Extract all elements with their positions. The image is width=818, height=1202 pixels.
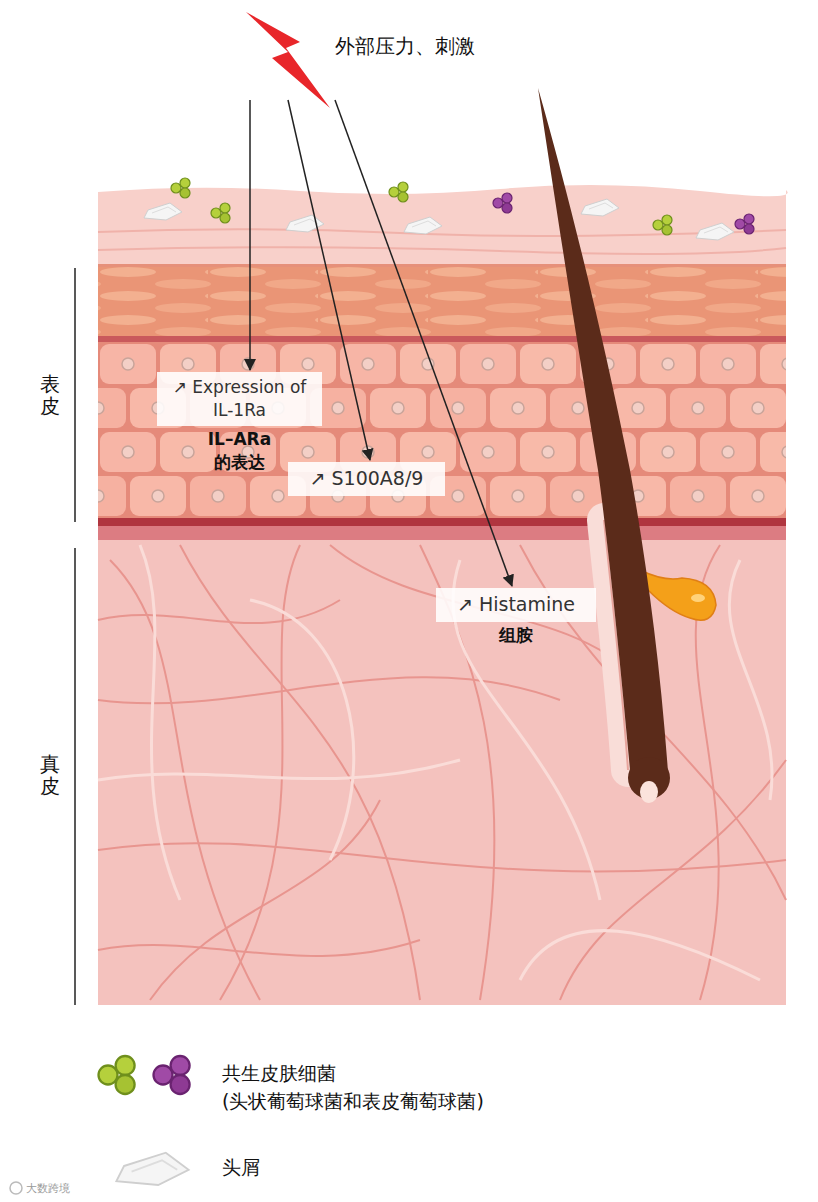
legend-dandruff-sample	[116, 1153, 188, 1185]
stimulus-text: 外部压力、刺激	[335, 33, 475, 60]
stimulus-arrow	[249, 100, 251, 370]
dermis-bracket	[74, 548, 76, 1005]
surface-microbes	[144, 178, 754, 240]
legend-bacteria-sample	[99, 1056, 190, 1094]
corneum-lines	[98, 229, 786, 254]
granular-edge	[98, 264, 786, 267]
marker-caption: 组胺	[456, 624, 576, 647]
marker-caption: IL–ARa 的表达	[200, 428, 280, 474]
dermis-fibers-light	[98, 545, 772, 980]
stimulus-node: 外部压力、刺激	[240, 15, 520, 100]
granular-layer	[98, 266, 786, 338]
layer-label: 表皮	[40, 373, 60, 417]
stratum-corneum	[98, 185, 788, 268]
dermis-fibers	[98, 545, 786, 1000]
basement-membrane	[98, 518, 786, 526]
marker-box: ↗ Expression of IL-1RaIL–ARa 的表达	[157, 372, 322, 474]
marker-label: ↗ S100A8/9	[288, 462, 445, 496]
watermark: 大数跨境	[26, 1181, 70, 1196]
epidermis-cells	[98, 342, 786, 520]
marker-box: ↗ S100A8/9	[288, 462, 445, 496]
layer-label: 真皮	[40, 753, 60, 797]
watermark-logo	[10, 1182, 22, 1194]
dermal-papilla	[640, 781, 658, 803]
basement-shadow	[98, 526, 786, 540]
stimulus-arrow	[335, 100, 512, 586]
marker-label: ↗ Expression of IL-1Ra	[157, 372, 322, 426]
gland-highlight	[691, 594, 705, 602]
legend-text: 共生皮肤细菌 (头状葡萄球菌和表皮葡萄球菌)	[222, 1060, 552, 1115]
hair-shaft	[538, 88, 668, 781]
marker-label: ↗ Histamine	[436, 588, 596, 622]
dermis	[98, 540, 786, 1005]
legend-text: 头屑	[222, 1154, 342, 1182]
marker-box: ↗ Histamine组胺	[436, 588, 596, 647]
epidermis-bracket	[74, 268, 76, 522]
lightning-bolt	[246, 12, 330, 108]
spinous-top-band	[98, 336, 786, 342]
